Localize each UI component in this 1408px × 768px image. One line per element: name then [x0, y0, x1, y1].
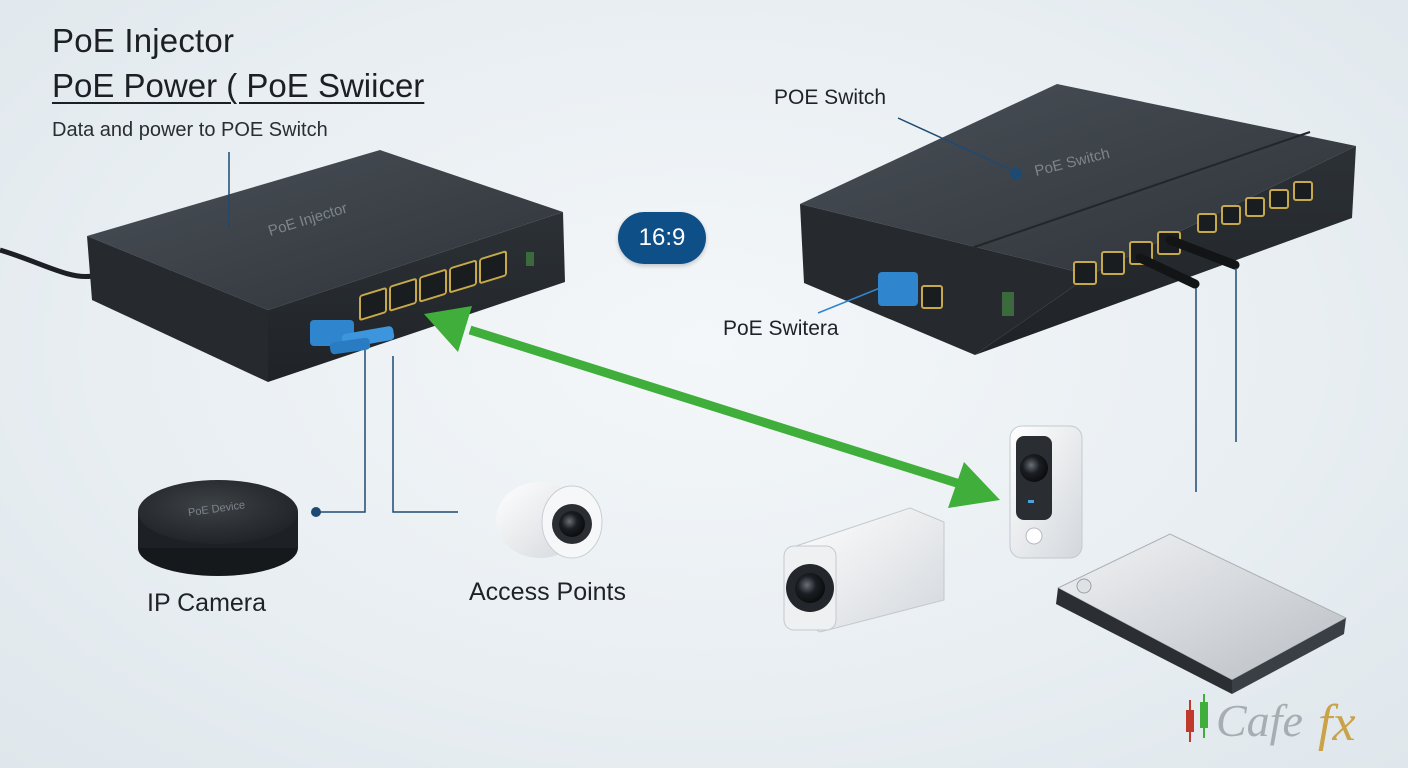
nas-storage-device [1056, 533, 1348, 694]
cafefx-logo: Cafe fx [1186, 694, 1356, 752]
candlestick-icon [1186, 694, 1208, 742]
leader-dot-poe-switch [1010, 168, 1022, 180]
page-caption: Data and power to POE Switch [52, 119, 328, 141]
leader-dot-ip-camera [311, 507, 321, 517]
access-point-camera [496, 482, 603, 559]
label-ip-camera: IP Camera [147, 589, 267, 617]
svg-text:Cafe: Cafe [1216, 695, 1303, 746]
bullet-camera [783, 507, 945, 633]
power-cable [0, 247, 93, 280]
label-poe-switch-side: PoE Switera [723, 317, 839, 340]
switch-cable-1 [1165, 235, 1240, 270]
label-access-points: Access Points [469, 578, 627, 606]
injector-ports [359, 250, 507, 321]
switch-cable-2 [1135, 253, 1200, 289]
label-poe-switch-top: POE Switch [774, 86, 887, 109]
switch-ports [921, 181, 1313, 309]
leader-line-ip-camera [316, 350, 366, 513]
page-subtitle: PoE Power ( PoE Swiicer [52, 67, 425, 104]
ip-camera-puck: PoE Device [138, 480, 298, 576]
page-title: PoE Injector [52, 22, 235, 59]
switch-blue-plug [878, 272, 918, 306]
leader-line-poe-switch [897, 117, 1017, 173]
blue-ethernet-plug [310, 320, 395, 355]
poe-switch-device: PoE Switch [800, 84, 1356, 355]
leader-line-access-points [392, 356, 458, 513]
data-power-arrow [424, 306, 1000, 508]
leader-line-switera [817, 287, 881, 314]
aspect-ratio-badge: 16:9 [618, 212, 706, 264]
poe-injector-device: PoE Injector [87, 150, 565, 382]
svg-text:fx: fx [1318, 695, 1356, 752]
doorbell-camera [1009, 425, 1083, 559]
